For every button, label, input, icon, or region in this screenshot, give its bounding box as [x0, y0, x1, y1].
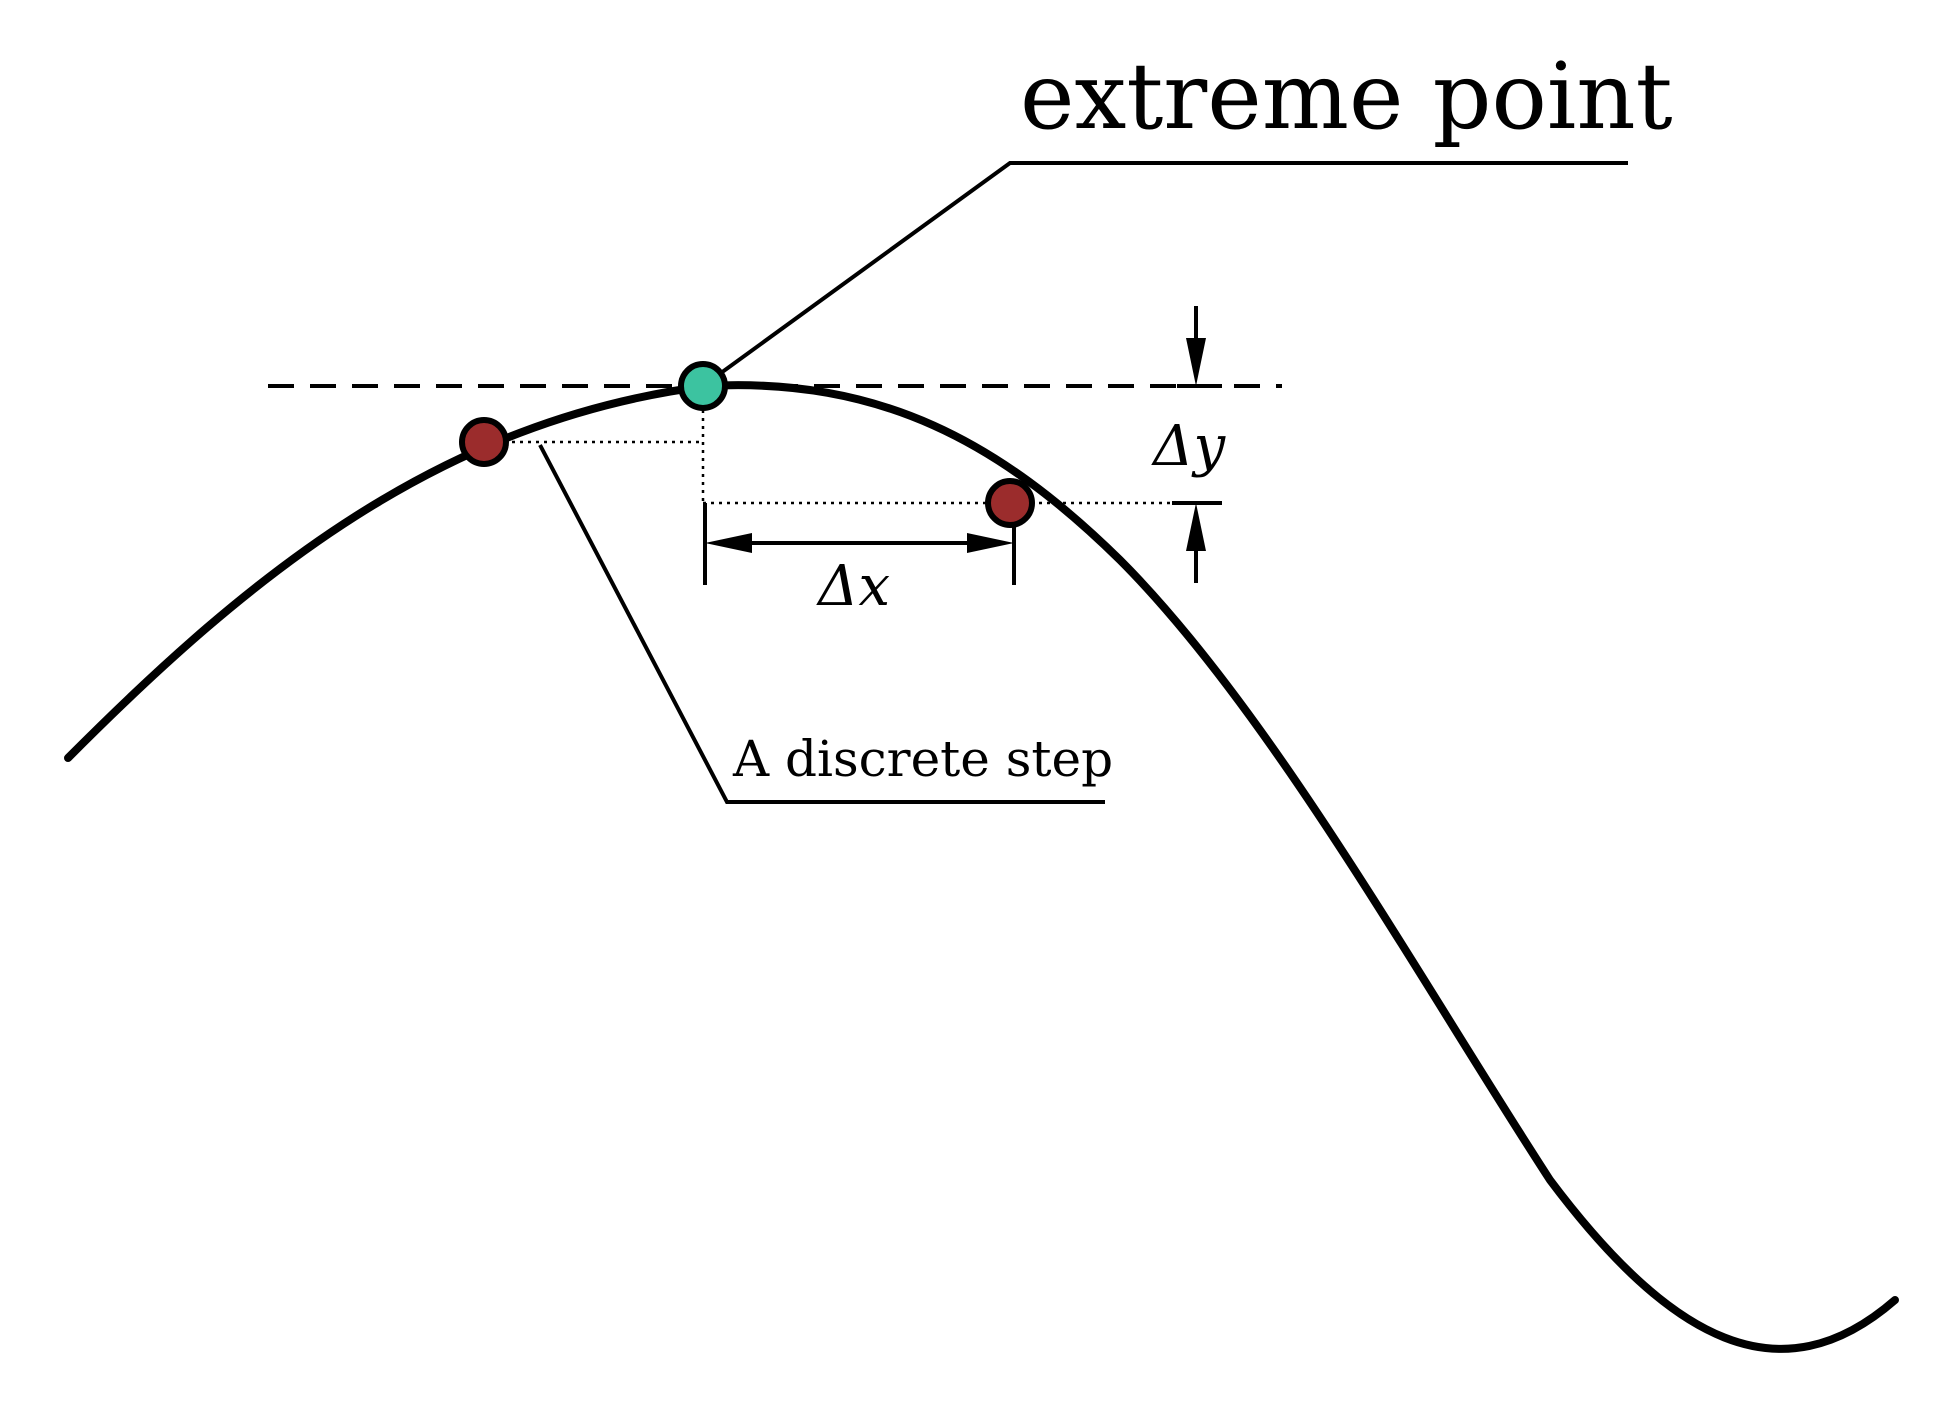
discrete-step-leader-line — [538, 444, 1105, 804]
delta-y-bottom-arrowhead — [1186, 503, 1206, 551]
function-curve — [64, 381, 1899, 1353]
delta-y-top-arrowhead — [1186, 338, 1206, 386]
delta-x-label: Δx — [816, 554, 890, 619]
extreme-point-marker — [678, 361, 728, 411]
discrete-step-label: A discrete step — [732, 730, 1113, 788]
right-step-point — [985, 478, 1035, 528]
left-step-point — [459, 417, 509, 467]
delta-y-label: Δy — [1151, 414, 1226, 479]
delta-x-left-arrowhead — [705, 533, 752, 553]
delta-x-right-arrowhead — [967, 533, 1014, 553]
extreme-point-leader-line — [701, 161, 1628, 388]
extreme-point-label: extreme point — [1020, 43, 1673, 150]
